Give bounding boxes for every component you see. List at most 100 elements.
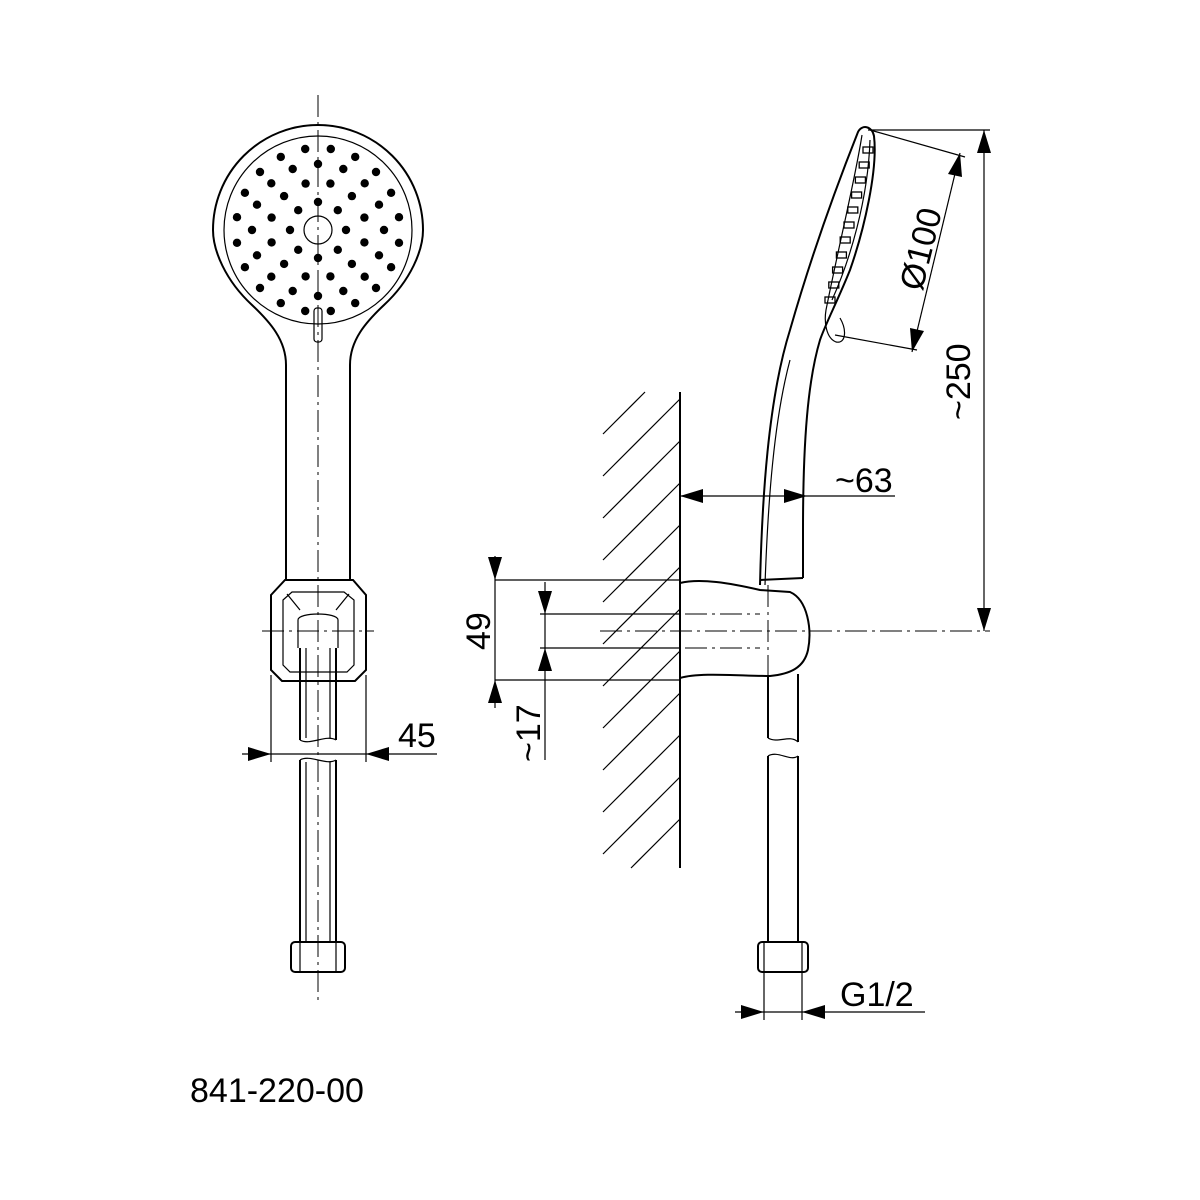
dim-g12-label: G1/2 — [840, 976, 914, 1014]
nozzle — [240, 188, 250, 197]
dim63-arrow-left — [680, 489, 703, 503]
nozzle — [333, 245, 342, 254]
nozzle — [341, 225, 351, 235]
nozzle — [371, 283, 381, 293]
nozzle — [301, 272, 310, 281]
nozzle — [360, 238, 369, 247]
side-face — [824, 134, 863, 343]
nozzle — [379, 225, 389, 235]
hatch-line — [602, 734, 681, 813]
hatch-line — [602, 566, 681, 645]
hatch-line — [602, 440, 681, 519]
nozzle — [267, 213, 276, 222]
nozzle — [313, 159, 323, 169]
nozzle — [267, 179, 276, 188]
hatch-line — [602, 650, 681, 729]
nozzle — [326, 144, 335, 154]
nozzle — [360, 179, 369, 188]
side-nozzle — [850, 191, 863, 199]
side-nozzle — [831, 266, 844, 274]
nozzle — [301, 179, 310, 188]
dim49-arrow-bottom — [488, 680, 502, 703]
nozzle — [301, 306, 310, 316]
dim49-arrow-top — [488, 557, 502, 580]
side-view: G1/2 ~63 49 ~17 ~250 Ø100 — [460, 126, 991, 1020]
dia100-arrow-top — [948, 153, 962, 177]
nozzle — [255, 167, 265, 177]
nozzle — [240, 263, 250, 272]
side-shower-body — [759, 126, 876, 586]
nozzle — [267, 238, 276, 247]
nozzle — [326, 272, 335, 281]
front-holder-line-2 — [335, 593, 350, 611]
nozzle — [360, 213, 369, 222]
hatch-line — [602, 391, 646, 435]
dia100-line — [911, 152, 961, 353]
product-code: 841-220-00 — [190, 1072, 364, 1110]
wall-hatching — [602, 391, 681, 869]
front-hose-break-bottom — [299, 757, 337, 763]
side-nozzle — [828, 281, 840, 289]
dia100-arrow-bottom — [910, 328, 924, 352]
nozzle — [247, 225, 257, 235]
front-spray-face — [223, 135, 413, 325]
front-holder-inner — [282, 591, 355, 673]
side-nozzle-group — [824, 146, 874, 304]
hatch-line — [630, 818, 681, 869]
nozzle — [386, 263, 396, 272]
front-mode-slot — [313, 307, 323, 343]
hatch-line — [602, 524, 681, 603]
side-hose-break-top — [767, 737, 799, 743]
nozzle — [252, 251, 262, 260]
dim250-arrow-bottom — [977, 608, 991, 631]
nozzle — [351, 152, 360, 162]
g12-arrow-left — [741, 1005, 764, 1019]
nozzle — [351, 298, 360, 308]
nozzle — [279, 259, 289, 269]
side-nozzle — [854, 176, 867, 184]
nozzle — [267, 272, 276, 281]
front-hose-break-top — [299, 737, 337, 743]
nozzle — [294, 245, 303, 254]
dim17-arrow-bottom — [538, 648, 552, 671]
nozzle — [339, 164, 348, 174]
nozzle — [347, 191, 357, 201]
front-holder-bracket — [270, 579, 367, 682]
front-center-ring — [303, 215, 333, 245]
side-hose-break-bottom — [767, 753, 799, 759]
dim-63-label: ~63 — [835, 462, 893, 500]
nozzle — [360, 272, 369, 281]
nozzle — [313, 197, 323, 207]
nozzle — [288, 164, 297, 174]
side-nozzle — [847, 206, 859, 214]
side-nozzle — [839, 236, 851, 244]
dim17-arrow-top — [538, 591, 552, 614]
nozzle — [252, 200, 262, 209]
nozzle — [394, 238, 404, 247]
nozzle — [276, 152, 285, 162]
nozzle — [232, 238, 242, 247]
nozzle — [294, 206, 303, 215]
g12-arrow-right — [802, 1005, 825, 1019]
dim-17-label: ~17 — [510, 704, 548, 762]
nozzle — [339, 286, 348, 296]
dim-100-label: Ø100 — [893, 204, 950, 294]
nozzle — [285, 225, 295, 235]
dim-45-label: 45 — [398, 717, 436, 755]
side-hose-nut — [757, 941, 809, 973]
nozzle — [386, 188, 396, 197]
dia100-ext-top — [869, 129, 966, 158]
hatch-line — [602, 398, 681, 477]
nozzle — [333, 206, 342, 215]
side-nozzle — [862, 146, 874, 154]
nozzle — [279, 191, 289, 201]
side-nozzle — [824, 296, 836, 304]
dia100-ext-bottom — [834, 334, 918, 351]
nozzle — [288, 286, 297, 296]
dim250-arrow-top — [977, 130, 991, 153]
front-view: 45 — [211, 95, 437, 1000]
front-shower-body — [211, 124, 425, 580]
nozzle — [301, 144, 310, 154]
hatch-line — [602, 776, 681, 855]
